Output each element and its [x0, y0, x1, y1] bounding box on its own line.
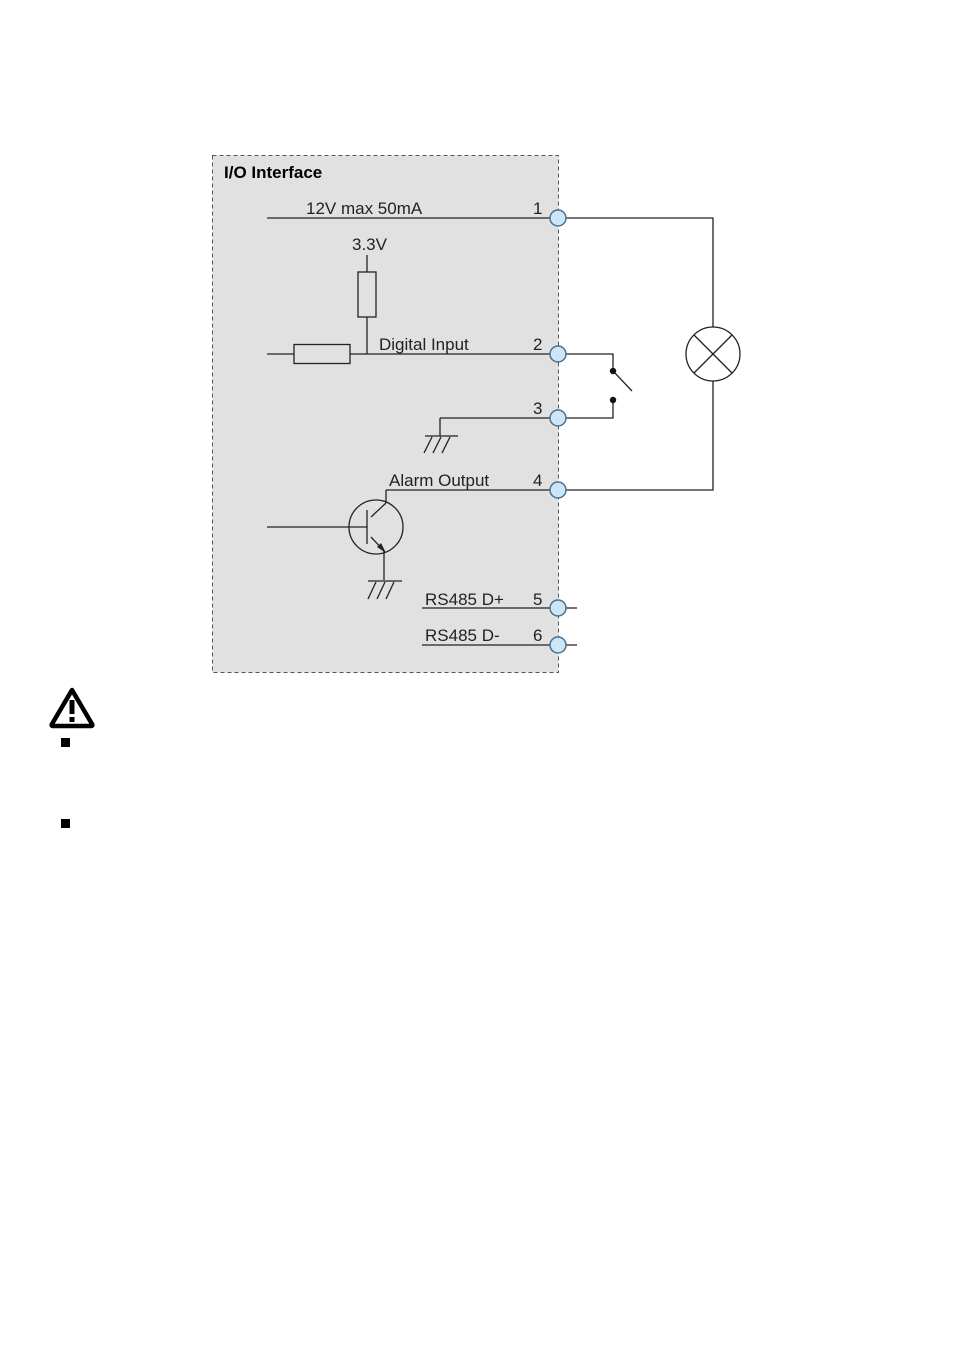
terminal-pin-4 [549, 481, 567, 499]
pin-number-6: 6 [533, 626, 542, 645]
power-label: 12V max 50mA [306, 199, 423, 218]
pin-number-1: 1 [533, 199, 542, 218]
terminals [549, 209, 567, 654]
pin-number-4: 4 [533, 471, 542, 490]
rs485-dplus-label: RS485 D+ [425, 590, 504, 609]
pullup-voltage-label: 3.3V [352, 235, 388, 254]
warning-triangle-icon [49, 687, 95, 729]
terminal-pin-3 [549, 409, 567, 427]
digital-input-label: Digital Input [379, 335, 469, 354]
terminal-pin-6 [549, 636, 567, 654]
lamp-symbol [685, 326, 741, 382]
external-wiring [566, 217, 741, 491]
io-interface-box [212, 155, 559, 673]
terminal-pin-2 [549, 345, 567, 363]
alarm-output-label: Alarm Output [389, 471, 489, 490]
rs485-dminus-label: RS485 D- [425, 626, 500, 645]
pin-number-2: 2 [533, 335, 542, 354]
switch-contact-bottom [609, 396, 617, 404]
square-bullet-icon [61, 819, 70, 828]
terminal-pin-1 [549, 209, 567, 227]
emitter-arrow [377, 543, 386, 553]
pin-number-3: 3 [533, 399, 542, 418]
input-resistor [293, 343, 351, 365]
pullup-resistor [357, 271, 377, 318]
switch-contact-top [609, 367, 617, 375]
transistor [348, 499, 404, 555]
pin-number-5: 5 [533, 590, 542, 609]
terminal-pin-5 [549, 599, 567, 617]
diagram-title: I/O Interface [224, 163, 322, 182]
square-bullet-icon [61, 738, 70, 747]
